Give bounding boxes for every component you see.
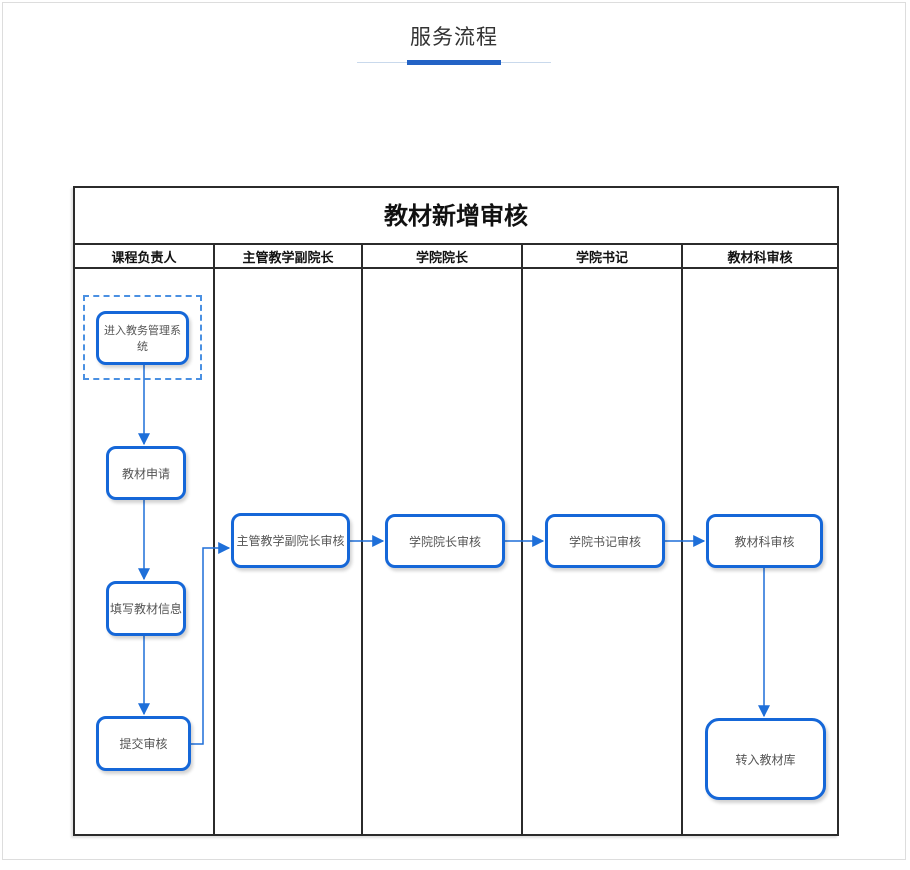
title-divider (357, 60, 551, 65)
lane-header-course-leader: 课程负责人 (75, 245, 215, 267)
lane-column-textbook-office (683, 269, 837, 834)
lane-column-course-leader (75, 269, 215, 834)
lane-column-dean (363, 269, 523, 834)
lane-body (75, 269, 837, 834)
lane-column-vice-dean (215, 269, 363, 834)
lane-header-dean: 学院院长 (363, 245, 523, 267)
flowchart: 教材新增审核 课程负责人 主管教学副院长 学院院长 学院书记 教材科审核 (73, 186, 839, 836)
lane-column-secretary (523, 269, 683, 834)
flowchart-title: 教材新增审核 (75, 188, 837, 245)
lane-header-vice-dean: 主管教学副院长 (215, 245, 363, 267)
page-title: 服务流程 (410, 26, 498, 49)
page-card: 服务流程 教材新增审核 课程负责人 主管教学副院长 学院院长 学院书记 教材科审… (2, 2, 906, 860)
lane-header-textbook-office: 教材科审核 (727, 249, 793, 265)
lane-headers: 课程负责人 主管教学副院长 学院院长 学院书记 教材科审核 (75, 245, 837, 269)
lane-header-secretary: 学院书记 (523, 245, 683, 267)
divider-accent-bar (407, 60, 501, 65)
